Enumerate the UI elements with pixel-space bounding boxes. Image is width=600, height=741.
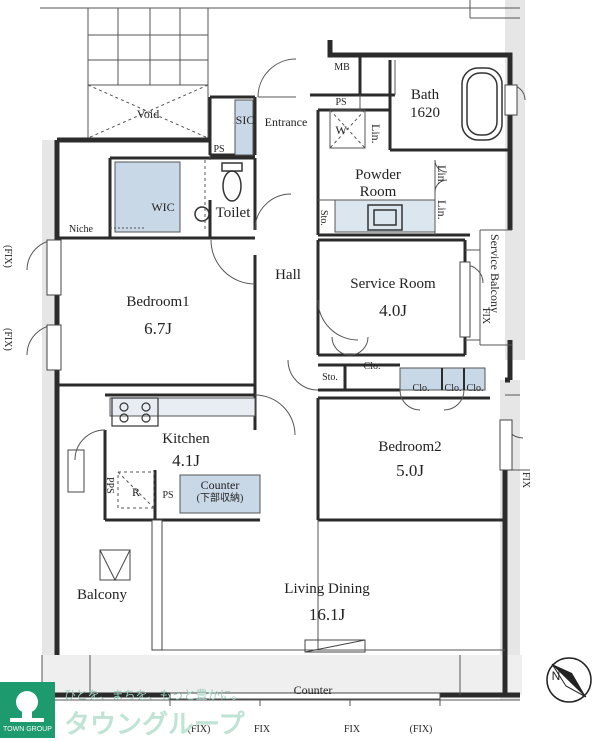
counter-lines <box>110 160 206 232</box>
bedroom2-label: Bedroom2 <box>378 439 442 455</box>
town-group-logo-icon <box>0 682 55 738</box>
living-dining-label: Living Dining <box>284 581 370 597</box>
clo-label-2: Clo. <box>412 383 430 394</box>
bottom-windows <box>169 692 441 700</box>
service-balcony-label: Service Balcony <box>488 234 502 313</box>
ps-label-kitchen: PS <box>162 490 174 501</box>
entrance-label: Entrance <box>264 115 308 129</box>
kitchen-label: Kitchen <box>162 431 210 447</box>
balcony-label: Balcony <box>77 587 127 603</box>
service-room-size: 4.0J <box>379 301 407 320</box>
lin-label-3: Lin. <box>435 200 449 220</box>
lin-label-1: Lin. <box>369 124 383 144</box>
bath-label: Bath <box>410 87 440 103</box>
clo-dividers <box>441 368 465 390</box>
ps-label-top: PS <box>335 97 347 108</box>
compass-label: N <box>551 669 561 683</box>
grey-area-bottom <box>42 655 522 695</box>
kitchen-size: 4.1J <box>172 451 200 470</box>
compass-icon <box>546 657 592 703</box>
pps-label: PPS <box>104 477 115 494</box>
fridge <box>117 471 155 509</box>
niche-label: Niche <box>69 224 93 235</box>
bedroom1-size: 6.7J <box>144 319 172 338</box>
living-table <box>304 639 366 653</box>
living-dining-size: 16.1J <box>308 605 346 624</box>
bathtub <box>461 67 503 141</box>
powder-sink <box>367 204 403 231</box>
ps-label-sic: PS <box>213 144 225 155</box>
counter-label: Counter <box>200 478 240 492</box>
fix-bottom-4: (FIX) <box>409 724 433 735</box>
logo-slogan: ひとを、まちを、もっと豊かに。 <box>64 688 244 702</box>
fridge-label: R <box>131 485 141 499</box>
service-room-label: Service Room <box>350 276 436 292</box>
void-area <box>87 7 209 139</box>
toilet-label: Toilet <box>215 205 251 221</box>
fix-bottom-2: FIX <box>253 724 271 735</box>
windows <box>46 84 518 651</box>
logo-brand: タウングループ <box>64 709 245 739</box>
bath-size: 1620 <box>410 105 440 121</box>
mb-label: MB <box>334 62 350 73</box>
counter-bottom-label: Counter <box>293 683 333 697</box>
interior-walls <box>57 53 510 650</box>
kitchen-stove <box>111 397 159 427</box>
sto-label-1: Sto. <box>318 210 329 226</box>
fix-right-service: FIX <box>480 308 491 325</box>
wic-label: WIC <box>151 200 175 214</box>
hall-label: Hall <box>275 267 301 283</box>
fix-left-mid: (FIX) <box>2 328 13 351</box>
fix-left-top: (FIX) <box>2 245 13 268</box>
counter-sub-label: (下部収納) <box>196 493 244 504</box>
w-label: W <box>335 123 347 137</box>
powder-room-label-2: Room <box>359 184 397 200</box>
top-frame <box>40 0 520 19</box>
balcony-ac <box>67 449 85 493</box>
powder-room-label-1: Powder <box>355 167 401 183</box>
fix-right-bed2: FIX <box>520 472 531 489</box>
sto-label-2: Sto. <box>322 372 338 383</box>
void-label: Void <box>136 107 160 121</box>
balcony-unit <box>99 549 131 582</box>
fix-bottom-3: FIX <box>343 724 361 735</box>
clo-label-4: Clo. <box>466 383 484 394</box>
clo-label-1: Clo. <box>363 361 381 372</box>
sic-label: SIC <box>235 113 255 127</box>
logo-company: TOWN GROUP <box>3 726 52 733</box>
toilet-fixture <box>194 162 243 222</box>
lin-label-2: Lin. <box>435 165 449 185</box>
clo-label-3: Clo. <box>444 383 462 394</box>
door-swings <box>26 58 526 461</box>
fix-bottom-1: (FIX) <box>187 724 211 735</box>
bedroom1-label: Bedroom1 <box>126 294 190 310</box>
bedroom2-size: 5.0J <box>396 461 424 480</box>
